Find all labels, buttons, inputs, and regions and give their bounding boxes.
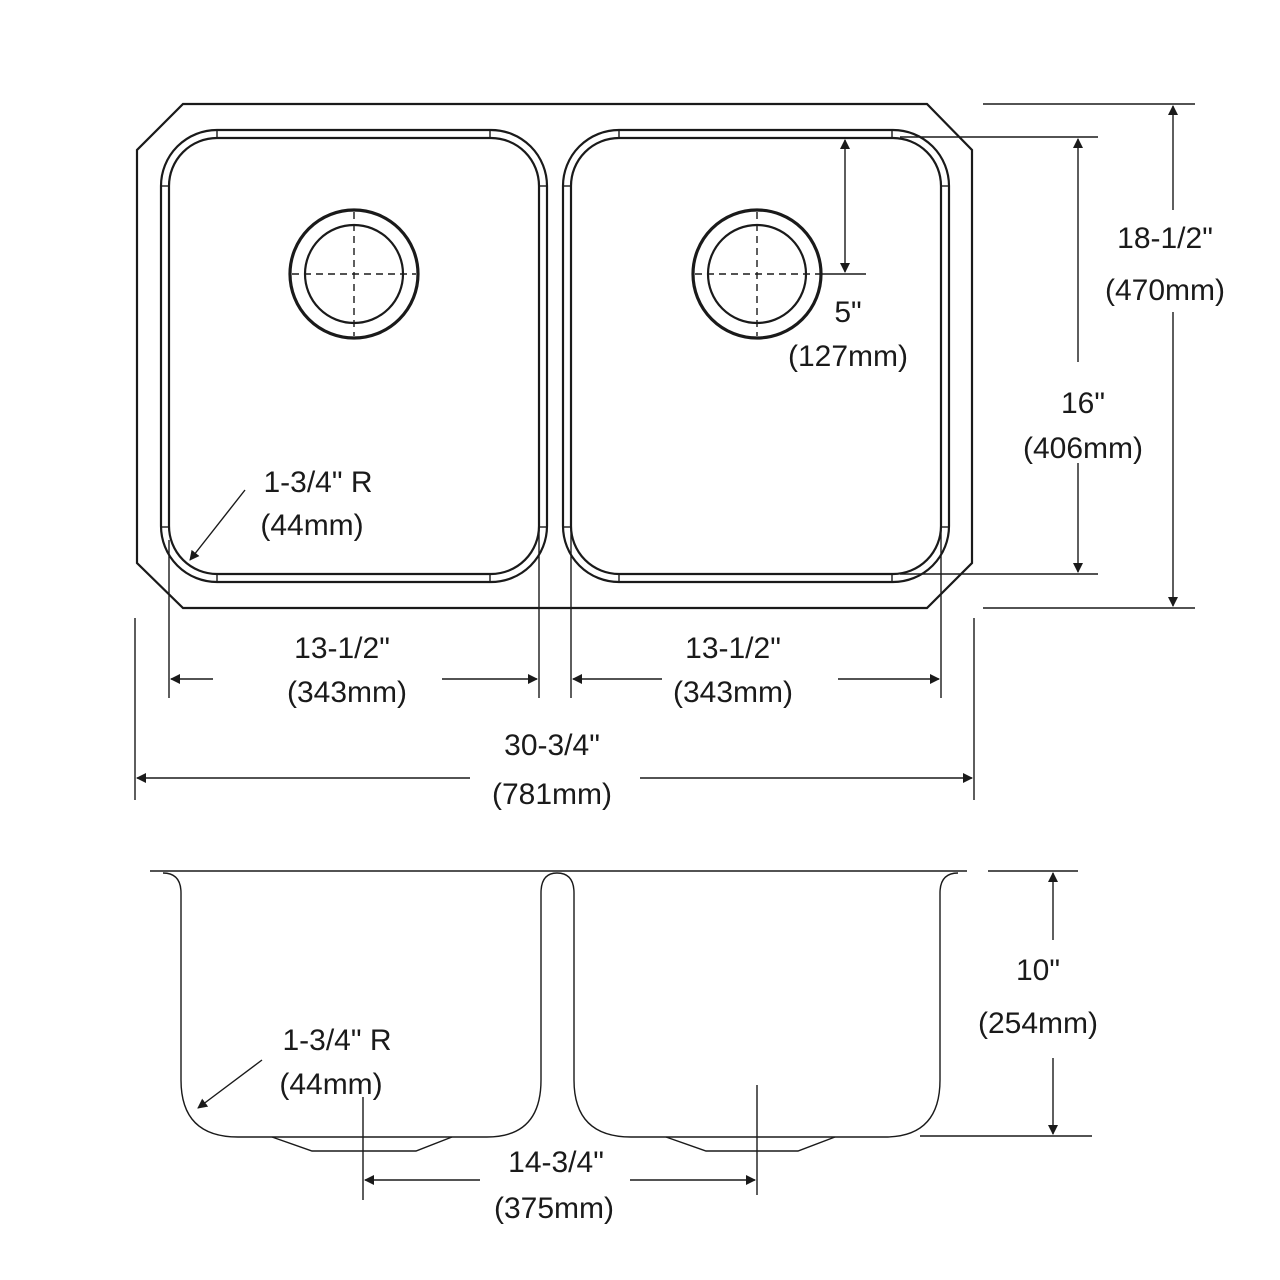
right-bowl-width-dimension: 13-1/2" (343mm) bbox=[570, 530, 942, 709]
left-bowl-width-dimension: 13-1/2" (343mm) bbox=[168, 530, 540, 709]
drain-spacing-imperial: 14-3/4" bbox=[508, 1146, 604, 1179]
right-bowl-profile bbox=[573, 872, 959, 1138]
drain-offset-imperial: 5" bbox=[834, 296, 861, 329]
top-radius-imperial: 1-3/4" R bbox=[263, 466, 372, 499]
right-bowl-width-imperial: 13-1/2" bbox=[685, 632, 781, 665]
left-bowl bbox=[159, 128, 549, 584]
left-drain-outlet bbox=[271, 1136, 453, 1152]
bowl-height-dimension: 10" (254mm) bbox=[920, 870, 1098, 1137]
overall-depth-dimension: 18-1/2" (470mm) bbox=[983, 103, 1225, 609]
drain-offset-dimension: 5" (127mm) bbox=[788, 139, 908, 373]
bowl-depth-imperial: 16" bbox=[1061, 387, 1105, 420]
bowl-height-metric: (254mm) bbox=[978, 1007, 1098, 1040]
drain-spacing-dimension: 14-3/4" (375mm) bbox=[362, 1085, 758, 1225]
top-corner-radius-callout: 1-3/4" R (44mm) bbox=[189, 466, 373, 561]
front-corner-radius-callout: 1-3/4" R (44mm) bbox=[197, 1024, 392, 1109]
overall-width-dimension: 30-3/4" (781mm) bbox=[134, 618, 975, 811]
bowl-height-imperial: 10" bbox=[1016, 954, 1060, 987]
left-bowl-width-metric: (343mm) bbox=[287, 676, 407, 709]
bowl-depth-metric: (406mm) bbox=[1023, 432, 1143, 465]
sink-outer-flange bbox=[135, 102, 974, 610]
right-bowl bbox=[561, 128, 951, 584]
bowl-depth-dimension: 16" (406mm) bbox=[900, 136, 1143, 575]
overall-width-metric: (781mm) bbox=[492, 778, 612, 811]
overall-depth-imperial: 18-1/2" bbox=[1117, 222, 1213, 255]
top-view: 5" (127mm) 1-3/4" R (44mm) 16" (406mm) 1… bbox=[134, 102, 1225, 811]
front-radius-imperial: 1-3/4" R bbox=[282, 1024, 391, 1057]
overall-width-imperial: 30-3/4" bbox=[504, 729, 600, 762]
front-radius-metric: (44mm) bbox=[279, 1068, 382, 1101]
drain-spacing-metric: (375mm) bbox=[494, 1192, 614, 1225]
overall-depth-metric: (470mm) bbox=[1105, 274, 1225, 307]
top-radius-metric: (44mm) bbox=[260, 509, 363, 542]
left-drain-icon bbox=[288, 208, 420, 340]
left-bowl-profile bbox=[162, 872, 575, 1138]
left-bowl-width-imperial: 13-1/2" bbox=[294, 632, 390, 665]
right-drain-icon bbox=[691, 208, 823, 340]
drain-offset-metric: (127mm) bbox=[788, 340, 908, 373]
right-bowl-width-metric: (343mm) bbox=[673, 676, 793, 709]
front-view: 1-3/4" R (44mm) 14-3/4" (375mm) 10" (254… bbox=[150, 870, 1098, 1225]
right-drain-outlet bbox=[665, 1136, 836, 1152]
